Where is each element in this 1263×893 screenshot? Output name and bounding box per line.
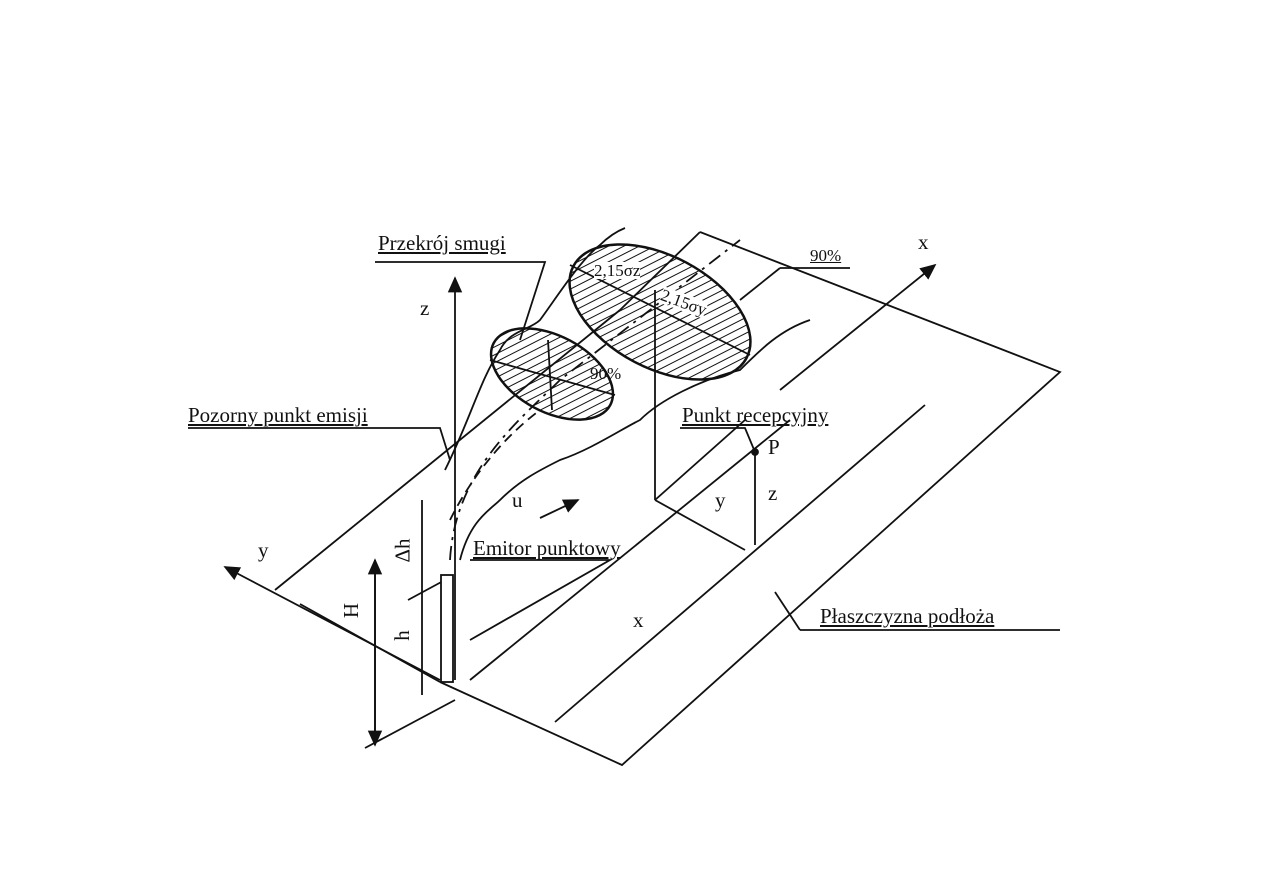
label-axis-x-ground: x [633,608,644,632]
label-plume-cross-section: Przekrój smugi [378,231,506,255]
stack [440,574,454,683]
label-receptor-z: z [768,481,778,505]
label-h: h [389,630,414,641]
label-axis-x-top: x [918,230,929,254]
label-axis-y: y [258,538,269,562]
label-90-large: 90% [810,246,842,265]
label-ground-plane: Płaszczyzna podłoża [820,604,995,628]
ground-plane [439,231,1062,767]
label-receptor-y: y [715,488,726,512]
label-point-emitter: Emitor punktowy [473,536,621,560]
x-axis [779,263,937,391]
label-virtual-emission-point: Pozorny punkt emisji [188,403,368,427]
label-90-small: 90% [590,364,622,383]
y-axis [223,566,441,681]
label-receptor-point: Punkt recepcyjny [682,403,829,427]
label-sigma-z: 2,15σz [594,261,641,280]
label-H: H [339,602,364,619]
label-axis-z: z [420,296,430,320]
label-receptor-P: P [768,435,780,459]
label-dh: Δh [390,538,415,563]
cross-section-small [489,327,615,421]
label-wind-u: u [512,488,523,512]
